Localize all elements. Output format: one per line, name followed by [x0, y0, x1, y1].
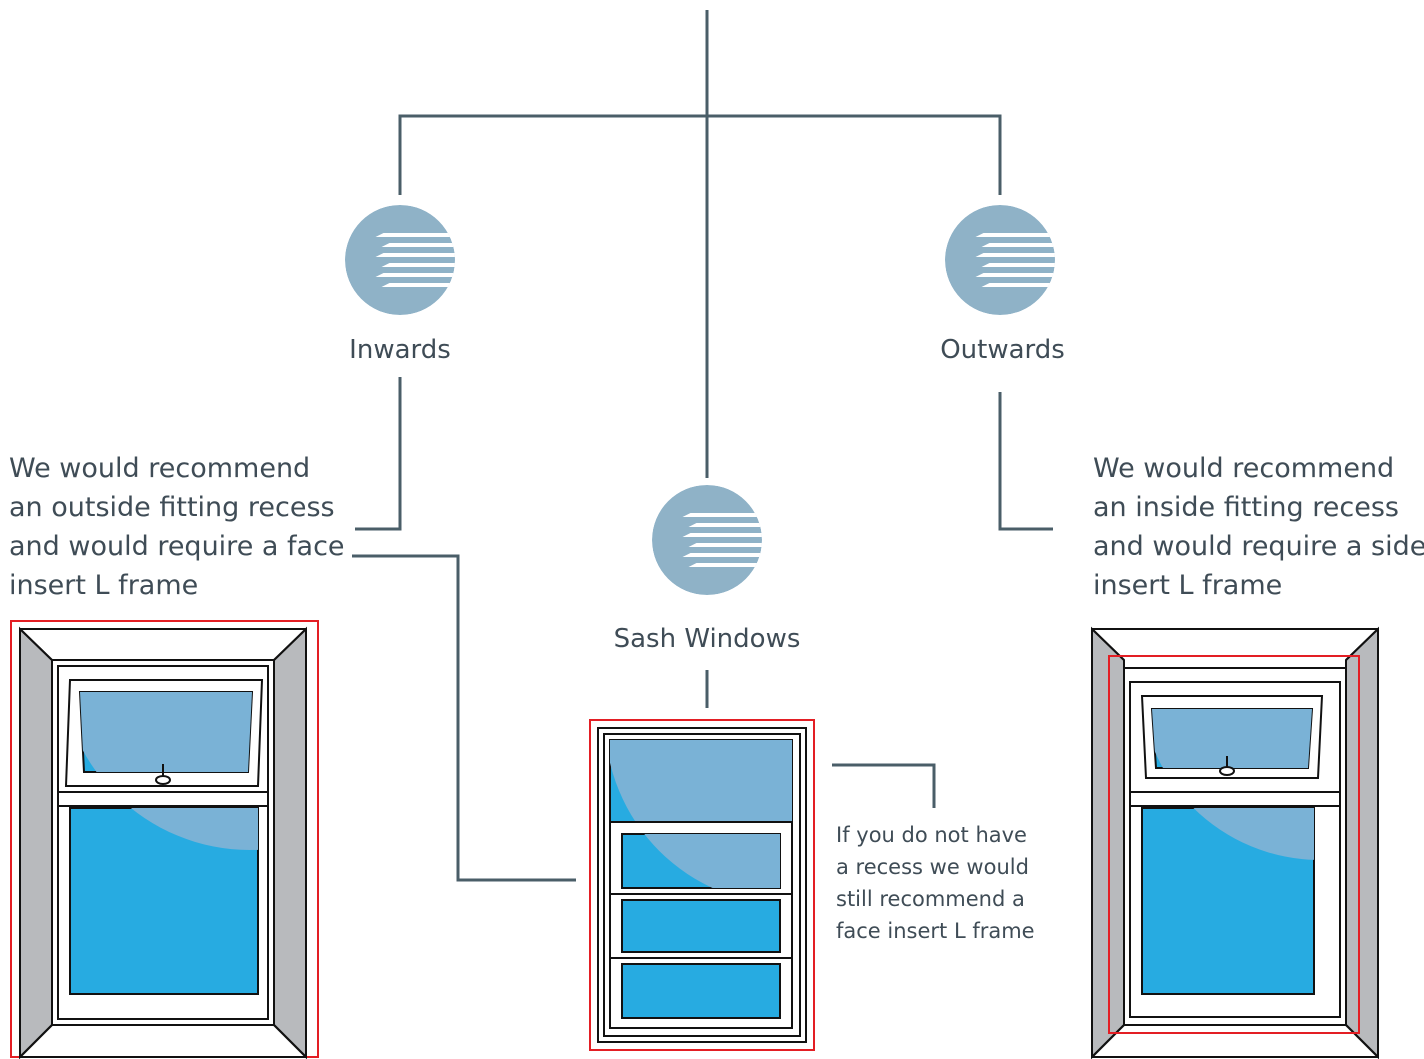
sash-note: If you do not have a recess we would sti…	[836, 819, 1035, 947]
connector-branch	[398, 114, 1002, 195]
inwards-label: Inwards	[349, 335, 451, 365]
connector-lines	[352, 10, 1053, 882]
connector-sash-note	[832, 763, 936, 808]
outwards-recommendation: We would recommend an inside fitting rec…	[1093, 449, 1424, 605]
sash-note-line: face insert L frame	[836, 919, 1035, 943]
outwards-recommendation-line: We would recommend	[1093, 453, 1395, 484]
sash-note-line: still recommend a	[836, 887, 1025, 911]
blind-icon	[345, 205, 455, 315]
outwards-recommendation-line: an inside fitting recess	[1093, 492, 1399, 523]
sash-note-line: If you do not have	[836, 823, 1027, 847]
inwards-recommendation-line: and would require a face	[9, 531, 345, 562]
outwards-recommendation-line: and would require a side	[1093, 531, 1424, 562]
sash-note-line: a recess we would	[836, 855, 1029, 879]
inwards-recommendation: We would recommend an outside fitting re…	[9, 449, 345, 605]
connector-outwards-down	[998, 392, 1053, 531]
connector-to-sash-window	[352, 554, 576, 882]
blind-icon	[945, 205, 1055, 315]
blind-icon	[652, 485, 762, 595]
outwards-label: Outwards	[940, 335, 1065, 365]
inwards-recommendation-line: an outside fitting recess	[9, 492, 335, 523]
sash-windows-label: Sash Windows	[613, 624, 801, 654]
outwards-recommendation-line: insert L frame	[1093, 570, 1283, 601]
inwards-recommendation-line: We would recommend	[9, 453, 311, 484]
outwards-window-illustration	[1091, 626, 1379, 1059]
sash-window-illustration	[589, 719, 815, 1051]
inwards-window-illustration	[10, 620, 319, 1059]
inwards-recommendation-line: insert L frame	[9, 570, 199, 601]
connector-inwards-down	[355, 377, 402, 531]
